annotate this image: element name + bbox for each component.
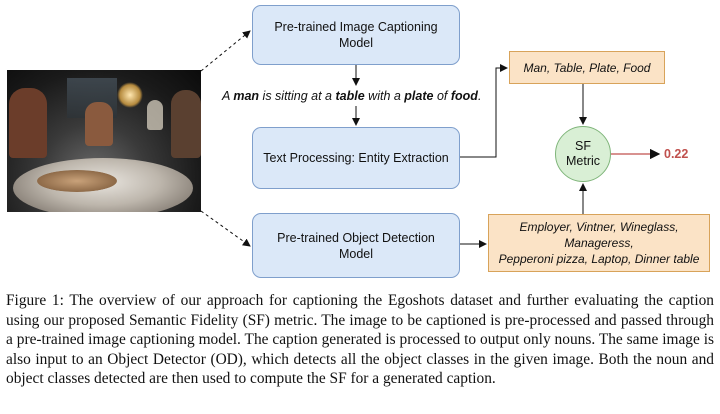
text-processing-box: Text Processing: Entity Extraction [252, 127, 460, 189]
object-detection-label: Pre-trained Object Detection Model [277, 230, 435, 261]
input-image [7, 70, 201, 212]
captioning-model-box: Pre-trained Image Captioning Model [252, 5, 460, 65]
detected-objects-line1: Employer, Vintner, Wineglass, Manageress… [519, 220, 679, 250]
sf-metric-node: SF Metric [555, 126, 611, 182]
pipeline-diagram: Pre-trained Image Captioning Model A man… [7, 5, 710, 278]
object-detection-box: Pre-trained Object Detection Model [252, 213, 460, 278]
caption-text: is sitting at a [259, 89, 336, 103]
captioning-model-label: Pre-trained Image Captioning Model [274, 20, 438, 50]
entities-output-box: Man, Table, Plate, Food [509, 51, 665, 84]
sf-metric-line1: SF [575, 139, 591, 153]
caption-text: A [222, 89, 234, 103]
image-to-detection-arrow [200, 210, 251, 247]
generated-caption: A man is sitting at a table with a plate… [222, 89, 492, 103]
caption-noun: table [335, 89, 365, 103]
caption-noun: food [450, 89, 478, 103]
image-to-captioning-arrow [200, 30, 251, 72]
caption-text: of [433, 89, 451, 103]
detected-objects-output-box: Employer, Vintner, Wineglass, Manageress… [488, 214, 710, 272]
entities-label: Man, Table, Plate, Food [523, 60, 651, 75]
text-processing-label: Text Processing: Entity Extraction [263, 151, 449, 165]
caption-text: . [477, 89, 482, 103]
figure-caption: Figure 1: The overview of our approach f… [6, 292, 714, 387]
sf-score: 0.22 [664, 147, 689, 161]
caption-text: with a [364, 89, 405, 103]
caption-noun: man [233, 89, 260, 103]
diagram-connectors [200, 30, 661, 248]
caption-noun: plate [404, 89, 434, 103]
sf-metric-line2: Metric [565, 154, 601, 168]
processing-to-entities-arrow [460, 64, 508, 158]
detected-objects-line2: Pepperoni pizza, Laptop, Dinner table [498, 252, 700, 266]
